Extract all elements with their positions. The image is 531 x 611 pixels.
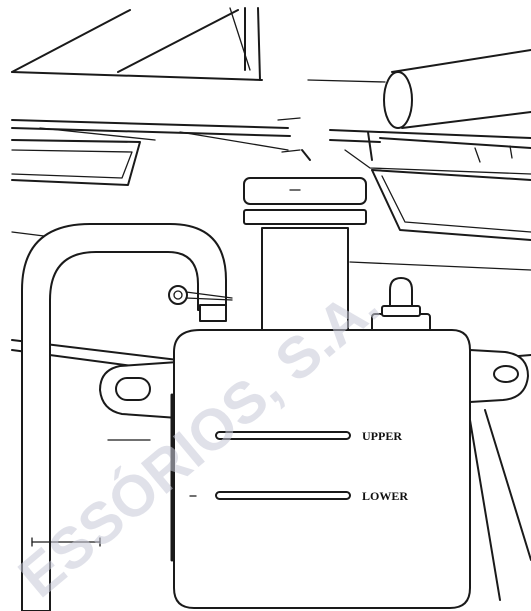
lower-level-line bbox=[215, 491, 351, 500]
left-mounting-tab bbox=[99, 361, 179, 419]
hose-clip-icon bbox=[168, 285, 188, 305]
upper-label: UPPER bbox=[362, 429, 402, 443]
reservoir-tank bbox=[170, 329, 471, 609]
upper-level-line bbox=[215, 431, 351, 440]
stray-marks bbox=[31, 439, 197, 547]
overflow-hose bbox=[21, 223, 233, 611]
right-mounting-tab bbox=[469, 349, 529, 403]
lower-label: LOWER bbox=[362, 489, 408, 503]
level-marks: UPPER LOWER bbox=[215, 429, 408, 503]
filler-cap bbox=[243, 177, 367, 205]
engine-bay-structure bbox=[11, 7, 531, 601]
level-sensor-connector bbox=[371, 277, 431, 333]
filler-neck bbox=[243, 177, 367, 335]
